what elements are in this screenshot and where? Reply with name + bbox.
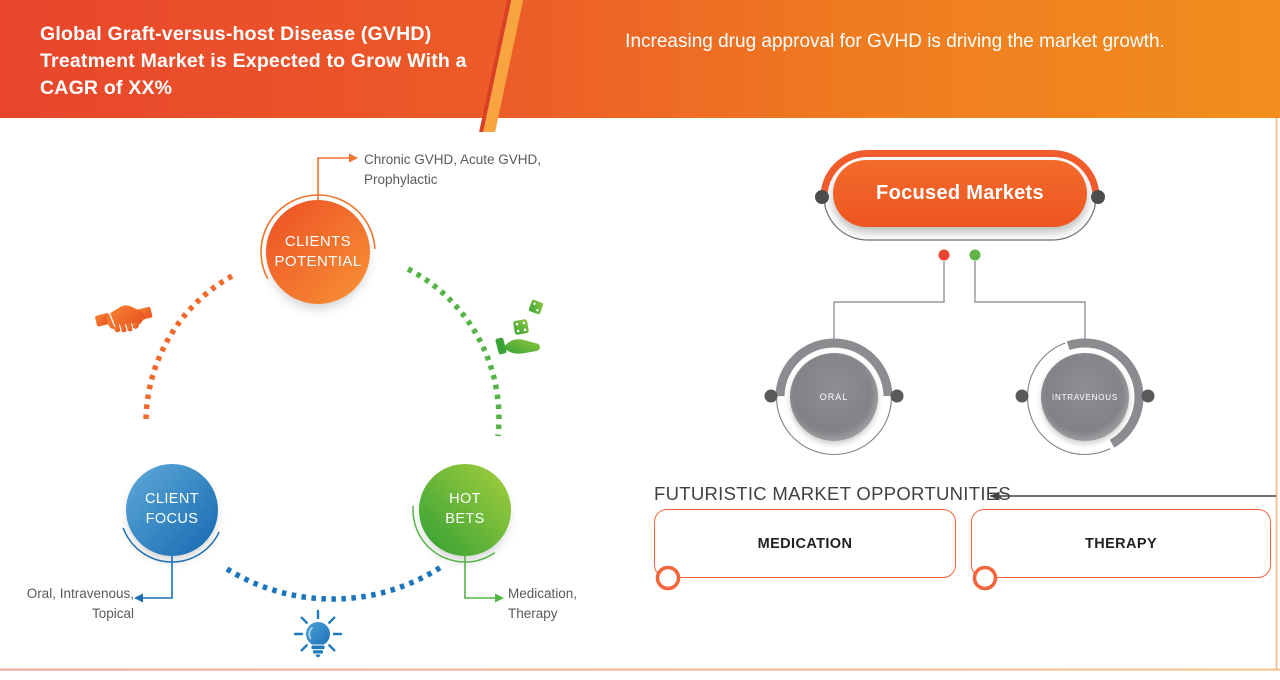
opportunity-box-medication: MEDICATION xyxy=(654,509,956,578)
tree-connectors xyxy=(833,261,1086,342)
market-intravenous-label: INTRAVENOUS xyxy=(1052,392,1118,402)
node-clients-potential: CLIENTS POTENTIAL xyxy=(266,200,370,304)
page-title: Global Graft-versus-host Disease (GVHD) … xyxy=(40,23,467,99)
market-oral-label: ORAL xyxy=(819,392,849,402)
node-clients-potential-label: CLIENTS POTENTIAL xyxy=(274,232,362,270)
opportunities-heading: FUTURISTIC MARKET OPPORTUNITIES xyxy=(654,483,1012,504)
ring-dot-left xyxy=(815,190,829,204)
blue-dashed-arc xyxy=(225,564,443,602)
focused-markets-pill: Focused Markets xyxy=(833,160,1087,227)
focused-markets-label: Focused Markets xyxy=(876,182,1044,204)
ring-dot-right xyxy=(1091,190,1105,204)
handshake-icon xyxy=(95,305,153,333)
market-circle-intravenous: INTRAVENOUS xyxy=(1041,353,1129,441)
green-node-dot xyxy=(969,249,981,261)
node-client-focus: CLIENT FOCUS xyxy=(126,464,218,556)
red-node-dot xyxy=(938,249,950,261)
header-banner: Global Graft-versus-host Disease (GVHD) … xyxy=(0,0,1280,132)
arrow-right-icon xyxy=(495,593,504,603)
heading-arrow xyxy=(990,491,1276,501)
arrow-right-icon xyxy=(349,153,358,163)
opportunity-medication-label: MEDICATION xyxy=(757,535,853,552)
market-circle-oral: ORAL xyxy=(790,353,878,441)
annotation-hot-bets: Medication, Therapy xyxy=(508,586,578,621)
dice-hand-icon xyxy=(495,299,544,355)
node-client-focus-label: CLIENT FOCUS xyxy=(145,491,199,527)
lightbulb-icon xyxy=(293,609,343,658)
arrow-left-icon xyxy=(134,593,143,603)
annotation-client-focus: Oral, Intravenous, Topical xyxy=(26,586,134,621)
opportunity-therapy-label: THERAPY xyxy=(1084,535,1158,552)
orange-dashed-arc xyxy=(143,273,234,422)
node-hot-bets: HOT BETS xyxy=(419,464,511,556)
annotation-clients-potential: Chronic GVHD, Acute GVHD, Prophylactic xyxy=(364,152,542,187)
green-dashed-arc xyxy=(406,266,502,437)
node-hot-bets-label: HOT BETS xyxy=(445,491,485,527)
opportunity-box-therapy: THERAPY xyxy=(971,509,1271,578)
header-tagline: Increasing drug approval for GVHD is dri… xyxy=(625,31,1165,52)
